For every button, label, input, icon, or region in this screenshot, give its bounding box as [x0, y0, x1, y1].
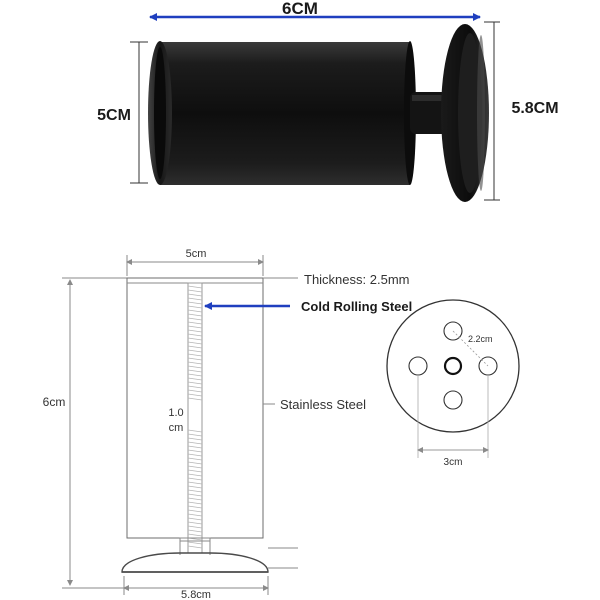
mounting-plate: [386, 299, 520, 458]
hole-left: [408, 356, 428, 376]
cold-rolling-label: Cold Rolling Steel: [301, 299, 412, 314]
product-photo: 6CM 5CM 5.8CM: [97, 0, 559, 202]
stainless-label: Stainless Steel: [280, 397, 366, 412]
technical-drawing: [62, 255, 298, 595]
center-hole: [443, 356, 463, 376]
width-label: 6CM: [282, 0, 318, 18]
cylinder-body: [160, 42, 410, 185]
rod-diameter-line1: 1.0: [168, 407, 183, 419]
plate-outline: [386, 299, 520, 433]
height-label: 5CM: [97, 107, 131, 124]
hole-top: [443, 321, 463, 341]
base-foot: [121, 552, 269, 573]
height-bracket: [130, 41, 148, 184]
height-6cm-label: 6cm: [43, 395, 66, 409]
rod-diameter-line2: cm: [169, 422, 184, 434]
hole-bottom: [443, 390, 463, 410]
base-label: 5.8CM: [511, 100, 558, 117]
adjuster-stem: [410, 92, 450, 134]
top-width-label: 5cm: [186, 248, 207, 260]
hole-spacing-label: 3cm: [444, 457, 463, 468]
base-bracket: [484, 21, 500, 201]
base-width-label: 5.8cm: [181, 589, 211, 600]
hole-diameter-label: 2.2cm: [468, 334, 493, 344]
thickness-label: Thickness: 2.5mm: [304, 272, 409, 287]
